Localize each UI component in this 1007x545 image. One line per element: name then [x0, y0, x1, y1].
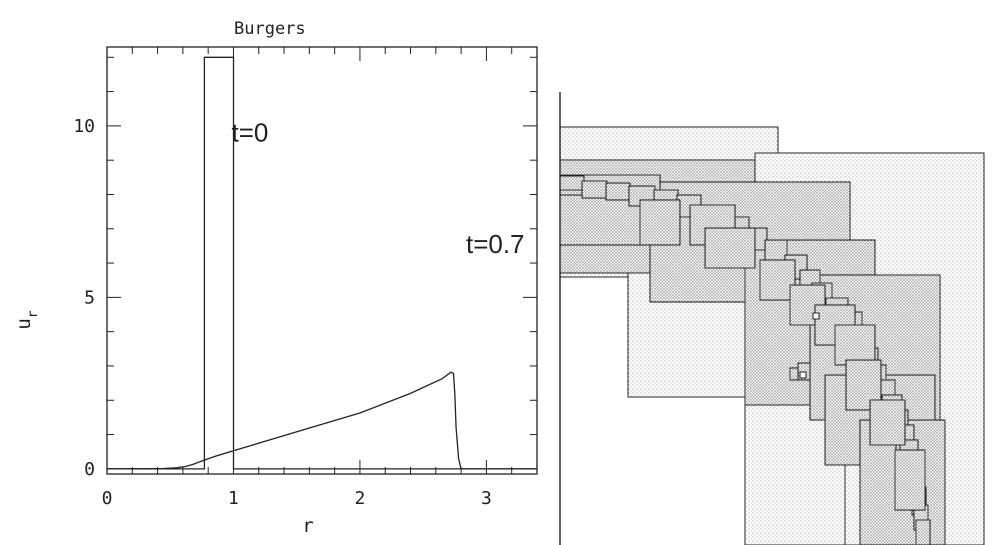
series-line-0 [107, 56, 537, 470]
x-tick-label: 3 [481, 488, 492, 509]
y-tick-label: 10 [73, 116, 95, 137]
annotation-label-1: t=0.7 [466, 229, 525, 259]
y-axis-label: ur [13, 310, 41, 329]
x-tick-label: 1 [228, 488, 239, 509]
series-line-1 [106, 371, 537, 470]
x-tick-label: 0 [102, 488, 113, 509]
x-axis-label: r [302, 515, 313, 537]
amr-mesh-diagram [559, 92, 985, 545]
annotation-label-0: t=0 [231, 117, 268, 147]
svg-text:ur: ur [13, 310, 41, 329]
mesh-patch-level-3 [894, 449, 926, 511]
mesh-patch-level-3 [605, 182, 631, 201]
mesh-cell [799, 371, 807, 379]
chart-title: Burgers [234, 19, 306, 39]
mesh-cell [812, 312, 820, 320]
tick-labels: 0 1 2 3 0 5 10 [73, 116, 492, 509]
x-tick-label: 2 [355, 488, 366, 509]
mesh-patch-level-3 [559, 175, 585, 191]
annotation-group: t=0 t=0.7 [231, 117, 524, 258]
mesh-patch-level-3 [581, 180, 608, 199]
mesh-patch-level-3 [639, 199, 681, 246]
mesh-patch-level-3 [834, 324, 876, 366]
burgers-line-chart: Burgers 0 1 2 3 0 5 10 t=0 t=0.7 r ur [13, 19, 538, 537]
mesh-patch-level-3 [915, 519, 931, 545]
y-tick-label: 5 [84, 287, 95, 308]
plot-frame [106, 46, 538, 475]
mesh-patch-level-3 [869, 399, 906, 446]
mesh-patch-level-3 [704, 227, 756, 269]
mesh-patch-level-3 [759, 259, 796, 301]
series-group [106, 56, 537, 470]
axis-ticks [106, 47, 538, 474]
y-tick-label: 0 [84, 459, 95, 480]
